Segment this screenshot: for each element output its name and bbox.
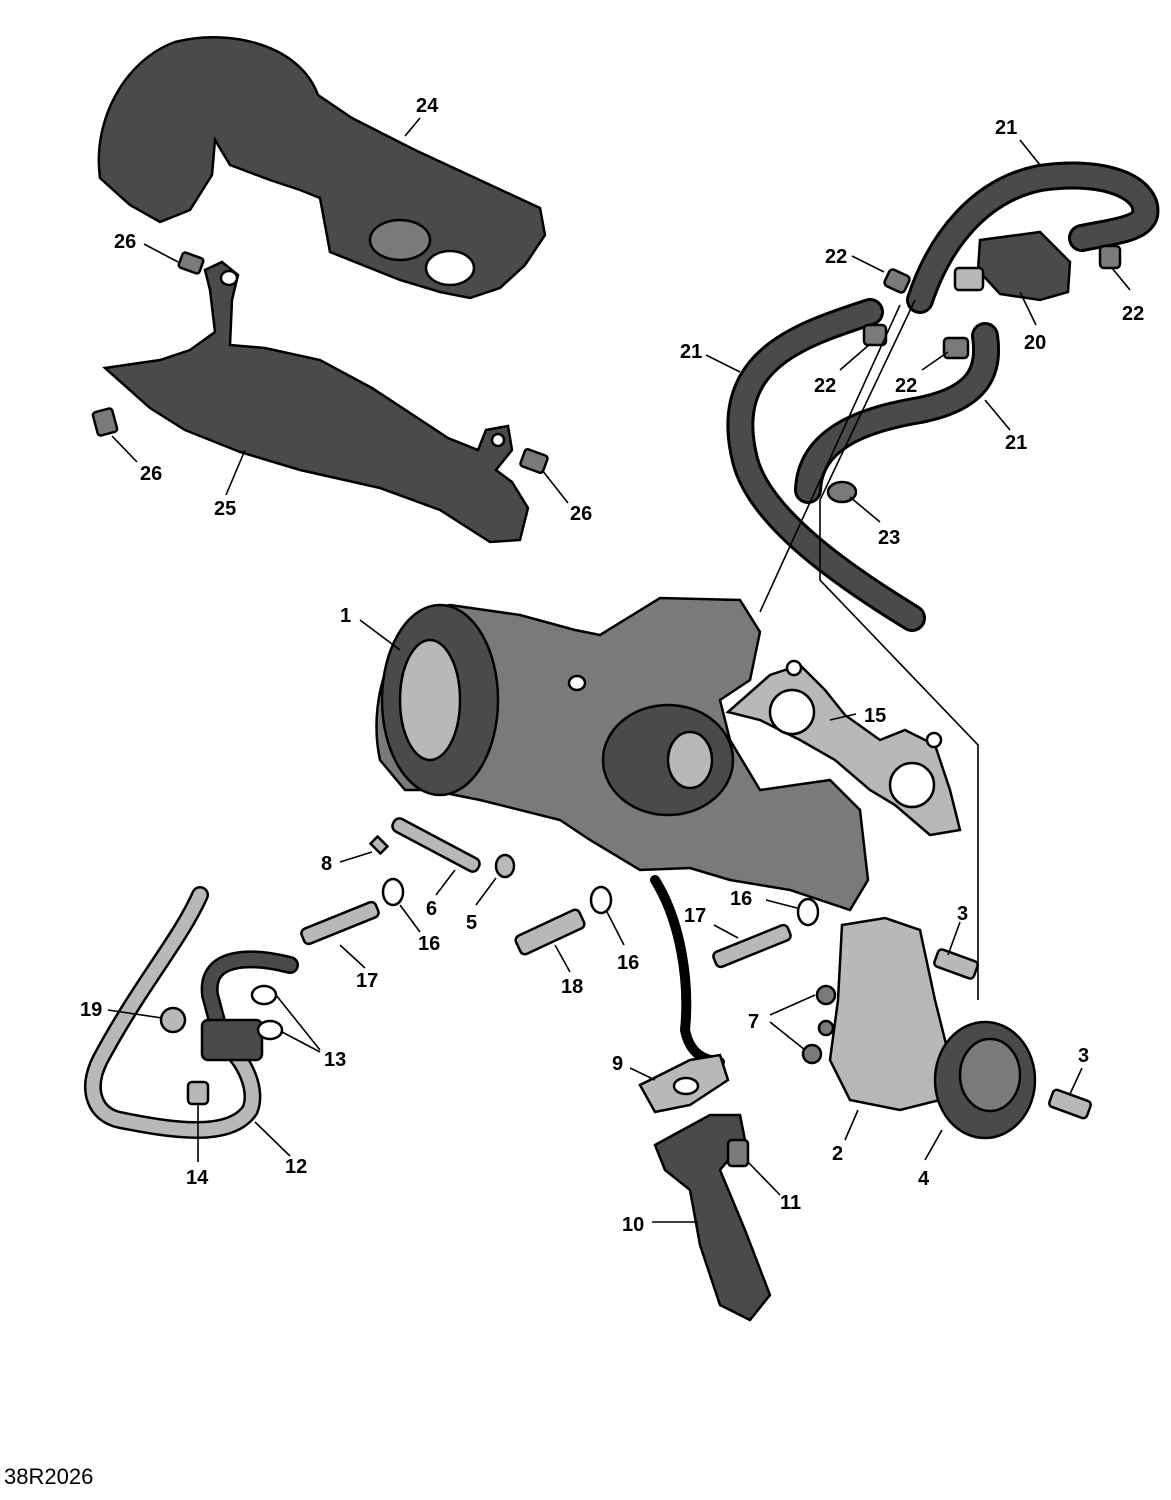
- callout-9: 9: [612, 1053, 623, 1075]
- nut-7-c: [801, 1043, 823, 1065]
- drain-pipe-10: [653, 1113, 772, 1322]
- o-rings-13: [250, 984, 284, 1041]
- callout-13: 13: [324, 1049, 346, 1071]
- callout-18: 18: [561, 976, 583, 998]
- callout-7: 7: [748, 1011, 759, 1033]
- callout-16: 16: [730, 888, 752, 910]
- callout-15: 15: [864, 705, 886, 727]
- clamp-22-a: [883, 268, 911, 294]
- callout-5: 5: [466, 912, 477, 934]
- callout-17: 17: [356, 970, 378, 992]
- heat-shield-lower: [102, 260, 530, 544]
- callout-22: 22: [814, 375, 836, 397]
- clamp-23: [826, 480, 858, 504]
- callout-26: 26: [140, 463, 162, 485]
- callout-20: 20: [1024, 332, 1046, 354]
- callout-24: 24: [416, 95, 439, 117]
- callout-3: 3: [1078, 1045, 1089, 1067]
- diagram-reference-code: 38R2026: [4, 1464, 93, 1489]
- stud-17-right: [712, 923, 792, 969]
- callout-22: 22: [895, 375, 917, 397]
- callout-6: 6: [426, 898, 437, 920]
- callout-26: 26: [570, 503, 592, 525]
- gasket-15: [725, 659, 962, 837]
- hose-21: [726, 161, 1160, 632]
- callout-21: 21: [1005, 432, 1027, 454]
- callout-12: 12: [285, 1156, 307, 1178]
- clip-11: [726, 1138, 750, 1168]
- callout-21: 21: [680, 341, 702, 363]
- leader-lines: [107, 117, 1131, 1223]
- bolt-3-lower: [1048, 1088, 1092, 1120]
- turbocharger-1: [375, 596, 870, 912]
- bolt-26-right: [519, 448, 549, 474]
- callout-23: 23: [878, 527, 900, 549]
- pin-8: [368, 834, 390, 856]
- callout-10: 10: [622, 1214, 644, 1236]
- nut-7-b: [817, 1019, 835, 1037]
- stud-17-left: [300, 900, 380, 946]
- callout-11: 11: [780, 1192, 801, 1214]
- washer-16-a: [381, 877, 405, 907]
- bracket-2: [828, 916, 952, 1112]
- callout-8: 8: [321, 853, 332, 875]
- callout-21: 21: [995, 117, 1017, 139]
- callout-19: 19: [80, 999, 102, 1021]
- callout-16: 16: [617, 952, 639, 974]
- callout-4: 4: [918, 1168, 930, 1190]
- bolt-26-top: [177, 251, 205, 275]
- bolt-3-upper: [933, 948, 979, 980]
- bolt-26-left: [91, 407, 119, 437]
- callout-22: 22: [1122, 303, 1144, 325]
- clamp-22-c: [942, 336, 970, 360]
- nut-7-a: [815, 984, 837, 1006]
- tube-6: [391, 817, 481, 873]
- callout-1: 1: [340, 605, 351, 627]
- callout-labels: 24 26 26 26 25 21 21 21 22 22 22 22 20 2…: [80, 95, 1144, 1236]
- clamp-22-d: [1098, 244, 1122, 270]
- callout-17: 17: [684, 905, 706, 927]
- callout-22: 22: [825, 246, 847, 268]
- washer-16-b: [589, 885, 613, 915]
- callout-25: 25: [214, 498, 236, 520]
- fitting-14: [186, 1080, 210, 1106]
- callout-26: 26: [114, 231, 136, 253]
- callout-16: 16: [418, 933, 440, 955]
- coolant-pipe-12: [83, 886, 299, 1139]
- valve-20: [953, 230, 1072, 302]
- ring-5: [494, 853, 516, 879]
- bolt-18: [514, 908, 586, 956]
- washer-16-c: [796, 897, 820, 927]
- callout-2: 2: [832, 1143, 843, 1165]
- callout-3: 3: [957, 903, 968, 925]
- callout-14: 14: [186, 1167, 209, 1189]
- plug-19: [159, 1006, 187, 1034]
- gasket-9: [638, 1053, 730, 1114]
- actuator-4: [933, 1020, 1037, 1140]
- heat-shield-upper: [97, 36, 547, 300]
